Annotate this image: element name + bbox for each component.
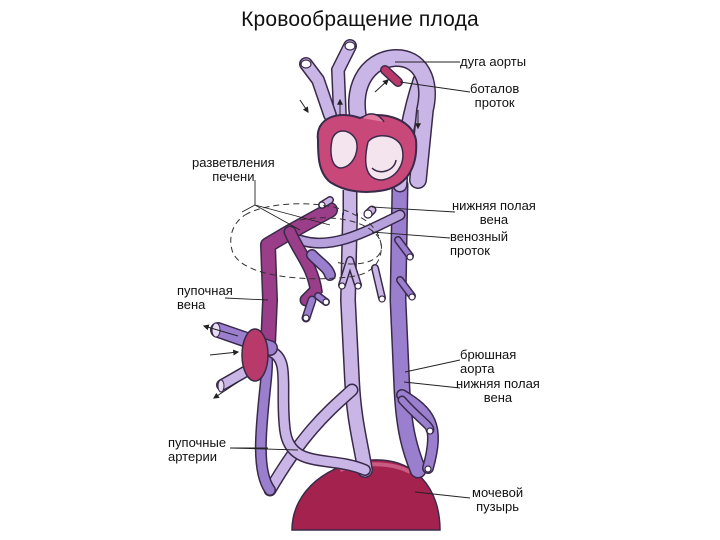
flow-arrows — [202, 79, 421, 399]
label-abdominal-aorta: брюшная аорта — [460, 347, 517, 376]
label-aortic-arch: дуга аорты — [460, 54, 527, 69]
label-ductus-arteriosus: боталов проток — [470, 81, 520, 110]
liver-outline — [230, 203, 382, 280]
bladder-shape — [291, 459, 441, 531]
label-umbilical-arteries: пупочные артерии — [168, 435, 227, 464]
leader-lines — [224, 61, 471, 499]
diagram-title: Кровообращение плода — [241, 8, 479, 31]
label-liver-branches: разветвления печени — [192, 155, 275, 184]
label-ductus-venosus: венозный проток — [450, 229, 508, 258]
label-inferior-vena-cava-upper: нижняя полая вена — [452, 198, 536, 227]
umbilical-ring — [241, 328, 269, 382]
label-umbilical-vein: пупочная вена — [177, 283, 233, 312]
vessel-cut-ends — [300, 41, 434, 473]
label-bladder: мочевой пузырь — [472, 485, 524, 514]
label-inferior-vena-cava-lower: нижняя полая вена — [456, 376, 540, 405]
